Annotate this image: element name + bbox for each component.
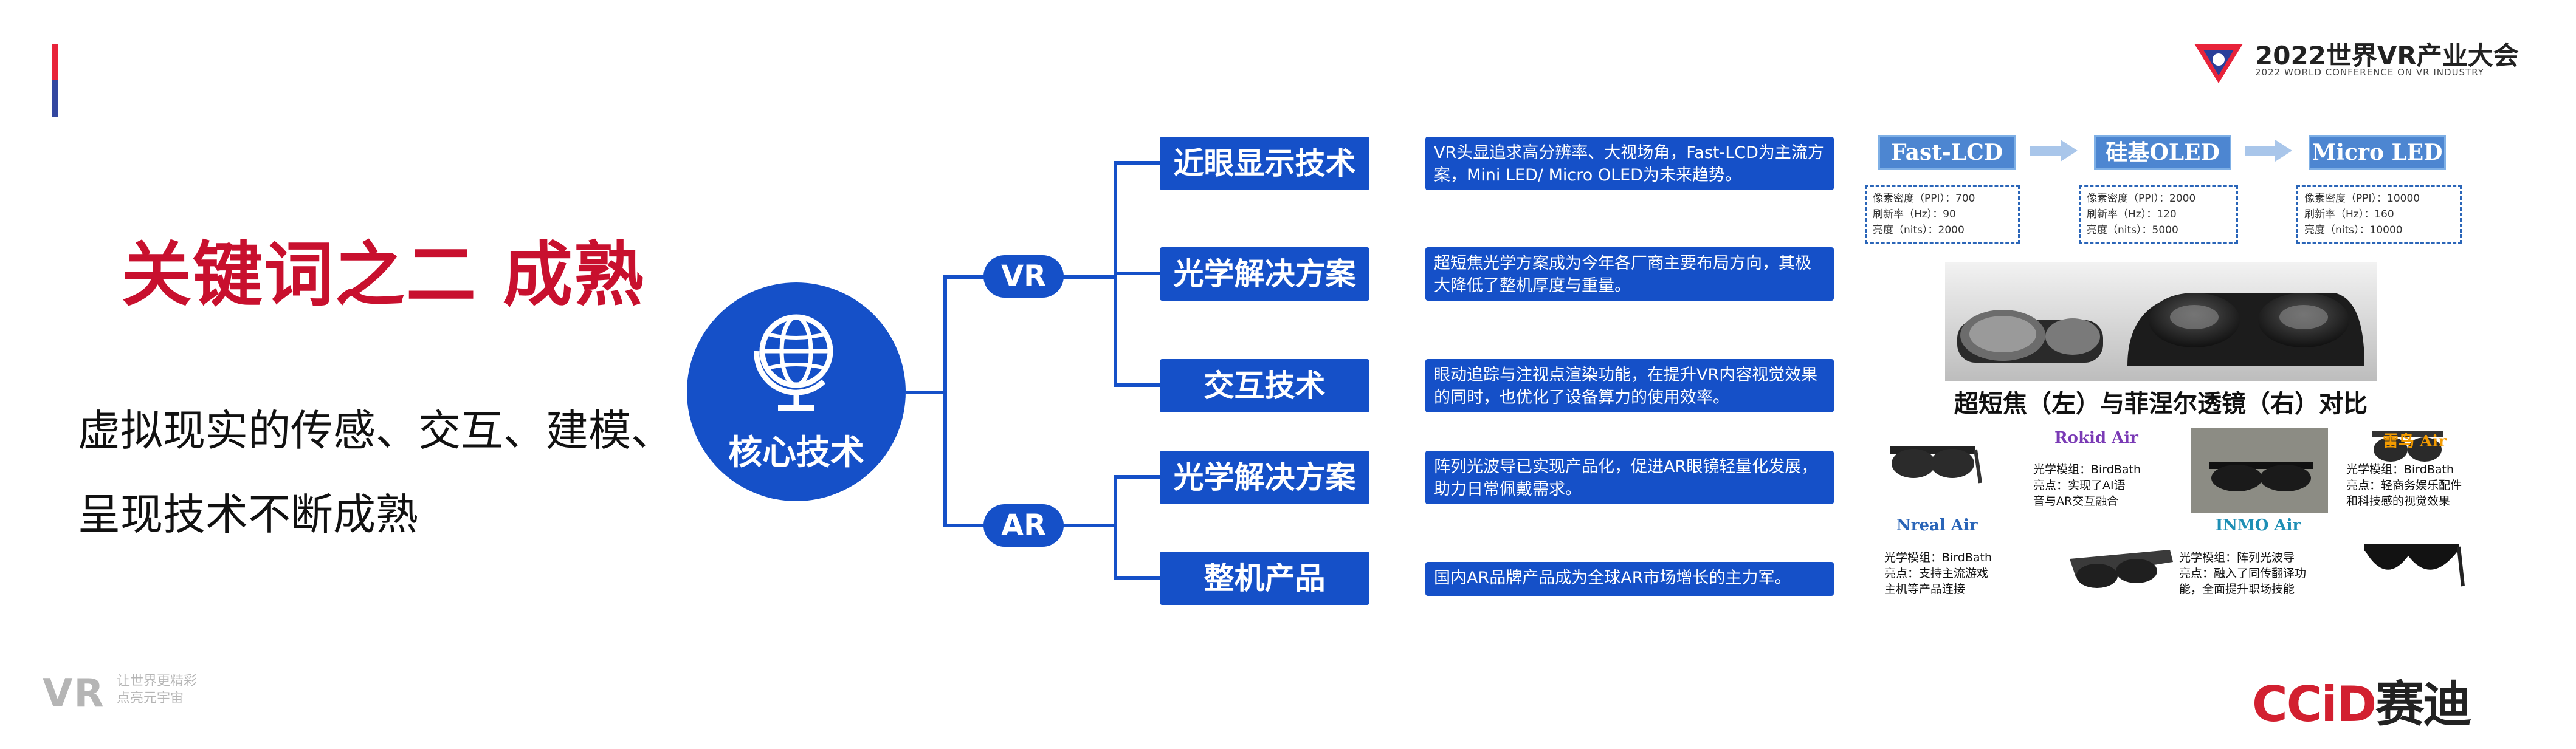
node-vr-optics: 光学解决方案 [1160,247,1369,301]
conference-title: 2022世界VR产业大会 [2255,41,2519,70]
spec-box-fast-lcd: 像素密度（PPI）：700 刷新率（Hz）：90 亮度（nits）：2000 [1865,185,2020,244]
spec-line: 像素密度（PPI）：2000 [2087,193,2196,205]
connector [1114,475,1161,479]
product-line: 主机等产品连接 [1884,583,1966,596]
hub-label: 核心技术 [728,433,864,473]
product-line: 亮点：支持主流游戏 [1884,567,1989,580]
product-line: 光学模组：BirdBath [2033,463,2141,476]
spec-line: 刷新率（Hz）：120 [2087,208,2177,221]
product-desc-thunderbird: 光学模组：BirdBath 亮点：轻商务娱乐配件 和科技感的视觉效果 [2346,462,2462,509]
product-line: 亮点：实现了AI语 [2033,479,2126,492]
connector [1114,272,1161,275]
product-line: 光学模组：BirdBath [2346,463,2454,476]
subtitle-line: 呈现技术不断成熟 [78,490,418,539]
connector [943,275,986,279]
desc-near-eye-display: VR头显追求高分辨率、大视场角，Fast-LCD为主流方案，Mini LED/ … [1425,137,1834,190]
spec-line: 刷新率（Hz）：90 [1873,208,1956,221]
spec-box-micro-led: 像素密度（PPI）：10000 刷新率（Hz）：160 亮度（nits）：100… [2296,185,2462,244]
product-name-inmo: INMO Air [2216,516,2301,535]
lens-comparison-photo [1945,262,2377,381]
vr-slogan: 让世界更精彩 点亮元宇宙 [117,673,197,707]
slide-subtitle: 虚拟现实的传感、交互、建模、 呈现技术不断成熟 [78,389,673,556]
connector [1062,275,1117,279]
product-line: 音与AR交互融合 [2033,494,2119,508]
tech-fast-lcd: Fast-LCD [1878,135,2016,170]
connector [943,275,947,527]
product-line: 光学模组：BirdBath [1884,551,1992,564]
branch-ar: AR [983,504,1064,547]
connector [943,524,986,527]
arrow-right-icon [2030,139,2079,165]
product-desc-inmo: 光学模组：阵列光波导 亮点：融入了同传翻译功 能，全面提升职场技能 [2179,550,2306,597]
product-line: 亮点：轻商务娱乐配件 [2346,479,2462,492]
spec-line: 刷新率（Hz）：160 [2304,208,2394,221]
desc-devices: 国内AR品牌产品成为全球AR市场增长的主力军。 [1425,562,1834,596]
node-near-eye-display: 近眼显示技术 [1160,137,1369,190]
product-photo [2191,428,2328,513]
slide-title: 关键词之二 成熟 [122,234,646,316]
product-line: 光学模组：阵列光波导 [2179,551,2295,564]
glasses-image [2358,528,2465,595]
product-name-thunderbird: 雷鸟 Air [2383,433,2447,451]
node-interaction: 交互技术 [1160,359,1369,412]
connector [1114,383,1161,387]
glasses-image [1884,428,1982,495]
slogan-line: 让世界更精彩 [117,674,198,689]
node-ar-optics: 光学解决方案 [1160,451,1369,504]
connector [1114,576,1161,580]
spec-line: 亮度（nits）：5000 [2087,224,2178,236]
ccid-logo: CCiD赛迪 [2252,665,2471,736]
spec-line: 像素密度（PPI）：10000 [2304,193,2420,205]
spec-line: 亮度（nits）：10000 [2304,224,2403,236]
arrow-right-icon [2245,139,2293,165]
product-desc-rokid: 光学模组：BirdBath 亮点：实现了AI语 音与AR交互融合 [2033,462,2141,509]
product-desc-nreal: 光学模组：BirdBath 亮点：支持主流游戏 主机等产品连接 [1884,550,1992,597]
tech-micro-led: Micro LED [2309,135,2446,170]
brand-cn: 赛迪 [2375,676,2471,733]
connector [906,391,947,394]
glasses-image [2368,425,2447,474]
vr-logo: VR [43,671,105,716]
brand-en: CCiD [2252,676,2377,733]
spec-line: 像素密度（PPI）：700 [1873,193,1975,205]
product-name-nreal: Nreal Air [1896,516,1978,535]
accent-bar [52,44,58,117]
product-name-rokid: Rokid Air [2054,429,2138,447]
connector [1114,475,1117,580]
product-line: 亮点：融入了同传翻译功 [2179,567,2307,580]
spec-box-silicon-oled: 像素密度（PPI）：2000 刷新率（Hz）：120 亮度（nits）：5000 [2079,185,2238,244]
tech-silicon-oled: 硅基OLED [2094,135,2231,170]
subtitle-line: 虚拟现实的传感、交互、建模、 [78,406,673,456]
lens-caption: 超短焦（左）与菲涅尔透镜（右）对比 [1954,390,2368,418]
desc-vr-optics: 超短焦光学方案成为今年各厂商主要布局方向，其极大降低了整机厚度与重量。 [1425,247,1834,301]
product-line: 和科技感的视觉效果 [2346,494,2451,508]
conference-subtitle: 2022 WORLD CONFERENCE ON VR INDUSTRY [2255,67,2484,78]
node-devices: 整机产品 [1160,552,1369,605]
conference-logo [2191,38,2246,86]
connector [1114,161,1161,165]
product-line: 能，全面提升职场技能 [2179,583,2295,596]
branch-vr: VR [983,255,1064,298]
connector [1062,524,1117,527]
spec-line: 亮度（nits）：2000 [1873,224,1965,236]
desc-ar-optics: 阵列光波导已实现产品化，促进AR眼镜轻量化发展，助力日常佩戴需求。 [1425,451,1834,504]
glasses-image [2064,535,2176,607]
globe-icon [745,304,848,422]
slogan-line: 点亮元宇宙 [117,691,184,706]
desc-interaction: 眼动追踪与注视点渲染功能，在提升VR内容视觉效果的同时，也优化了设备算力的使用效… [1425,359,1834,412]
